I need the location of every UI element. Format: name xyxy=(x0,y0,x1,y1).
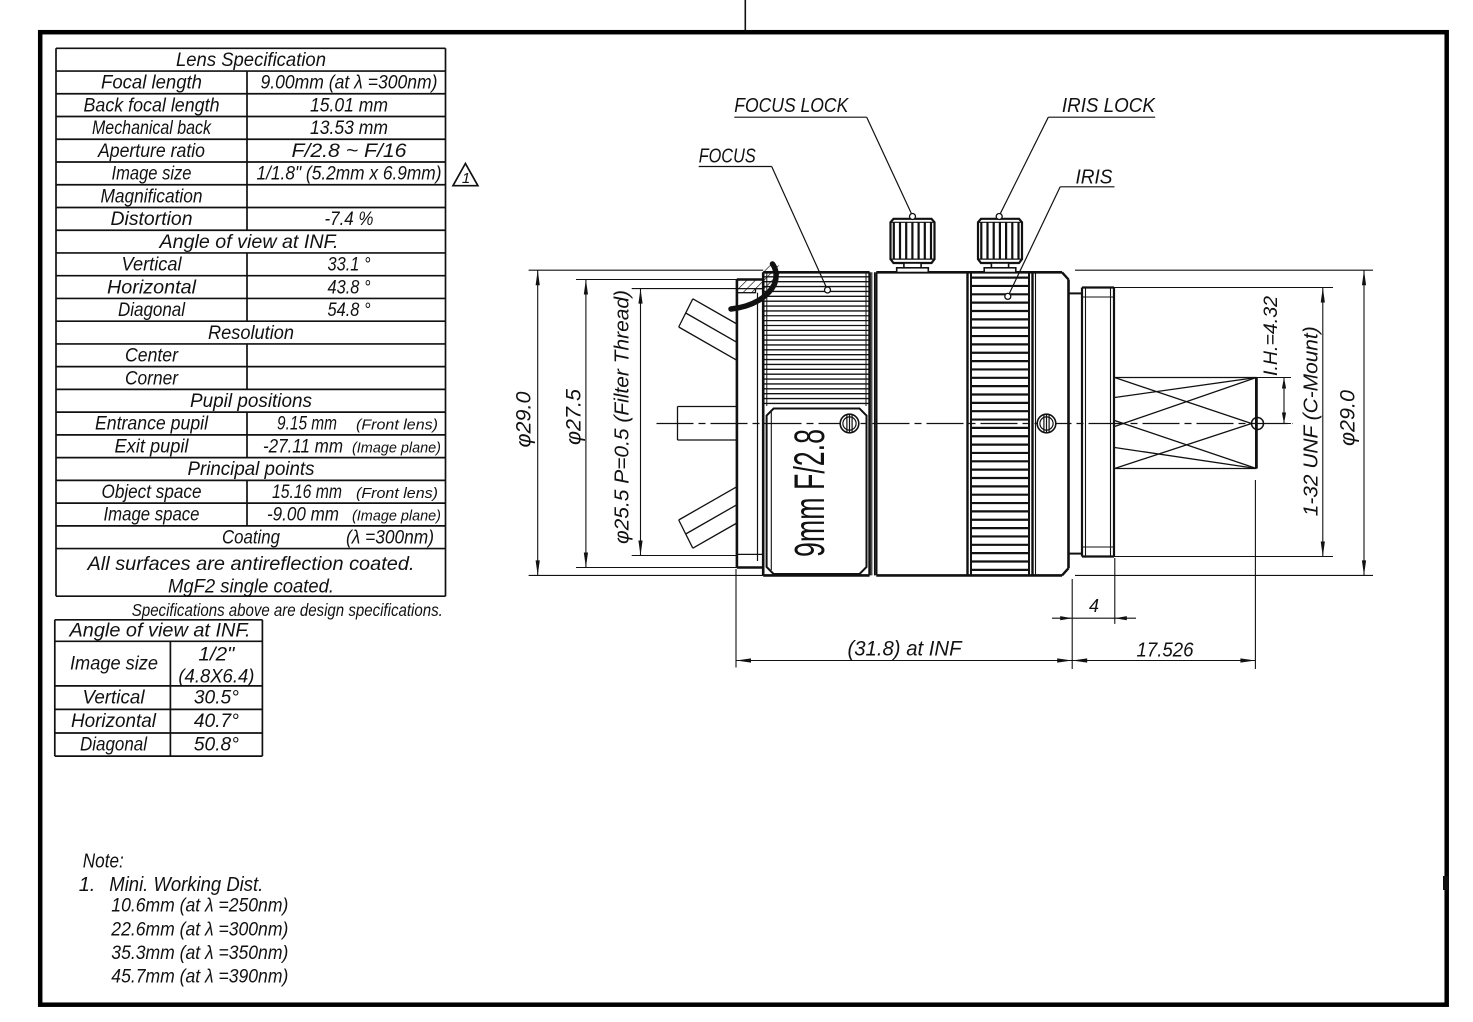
svg-text:17.526: 17.526 xyxy=(1137,640,1195,662)
svg-text:(Image plane): (Image plane) xyxy=(352,508,441,525)
svg-text:MgF2 single coated.: MgF2 single coated. xyxy=(168,577,334,598)
svg-text:Note:: Note: xyxy=(83,851,124,873)
svg-text:Resolution: Resolution xyxy=(208,323,294,344)
svg-text:Object space: Object space xyxy=(102,482,202,503)
svg-text:1-32 UNF (C-Mount): 1-32 UNF (C-Mount) xyxy=(1301,326,1323,516)
svg-text:I.H.=4.32: I.H.=4.32 xyxy=(1261,296,1282,376)
svg-text:Principal points: Principal points xyxy=(188,459,315,480)
svg-text:IRIS: IRIS xyxy=(1076,165,1113,188)
svg-text:(31.8) at INF: (31.8) at INF xyxy=(848,637,963,660)
svg-text:13.53 mm: 13.53 mm xyxy=(310,118,388,139)
svg-text:1.: 1. xyxy=(79,874,96,896)
svg-text:All surfaces are antireflectio: All surfaces are antireflection coated. xyxy=(86,554,414,575)
svg-text:Vertical: Vertical xyxy=(122,255,183,276)
svg-text:Angle of view at INF.: Angle of view at INF. xyxy=(68,620,250,641)
svg-text:(4.8X6.4): (4.8X6.4) xyxy=(178,667,254,688)
svg-text:Exit pupil: Exit pupil xyxy=(115,436,190,457)
svg-text:Specifications above are desig: Specifications above are design specific… xyxy=(132,600,443,620)
svg-text:-9.00 mm: -9.00 mm xyxy=(267,505,339,526)
svg-text:Center: Center xyxy=(125,346,179,367)
svg-text:-7.4 %: -7.4 % xyxy=(325,209,374,230)
svg-text:φ27.5: φ27.5 xyxy=(563,389,586,445)
svg-text:φ29.0: φ29.0 xyxy=(1337,390,1360,446)
svg-text:Image size: Image size xyxy=(70,654,158,675)
svg-text:IRIS LOCK: IRIS LOCK xyxy=(1062,94,1156,117)
svg-text:9.15 mm: 9.15 mm xyxy=(277,414,337,435)
svg-text:30.5°: 30.5° xyxy=(194,688,239,709)
svg-text:Diagonal: Diagonal xyxy=(80,735,148,756)
svg-text:4: 4 xyxy=(1089,596,1099,616)
svg-text:15.16 mm: 15.16 mm xyxy=(272,482,342,503)
svg-text:Horizontal: Horizontal xyxy=(107,277,197,298)
svg-text:Magnification: Magnification xyxy=(101,186,203,207)
svg-text:Aperture ratio: Aperture ratio xyxy=(97,141,205,162)
svg-text:(Front lens): (Front lens) xyxy=(356,485,438,502)
svg-text:Lens Specification: Lens Specification xyxy=(176,50,326,71)
svg-text:(Front lens): (Front lens) xyxy=(356,417,438,434)
svg-text:9mm F/2.8: 9mm F/2.8 xyxy=(786,429,834,557)
svg-text:Mechanical back: Mechanical back xyxy=(92,118,212,139)
svg-text:54.8 °: 54.8 ° xyxy=(328,300,371,321)
svg-text:Vertical: Vertical xyxy=(83,688,146,709)
svg-text:Pupil positions: Pupil positions xyxy=(190,391,312,412)
svg-text:33.1 °: 33.1 ° xyxy=(328,255,371,276)
svg-text:Angle of view at INF.: Angle of view at INF. xyxy=(158,232,338,253)
svg-text:43.8 °: 43.8 ° xyxy=(328,277,371,298)
svg-text:45.7mm (at λ =390nm): 45.7mm (at λ =390nm) xyxy=(111,966,288,987)
svg-text:-27.11 mm: -27.11 mm xyxy=(263,436,343,457)
svg-text:Focal length: Focal length xyxy=(101,73,202,94)
svg-text:Distortion: Distortion xyxy=(111,209,193,230)
svg-text:40.7°: 40.7° xyxy=(194,711,239,732)
svg-text:Diagonal: Diagonal xyxy=(118,300,186,321)
svg-text:φ29.0: φ29.0 xyxy=(513,391,536,447)
svg-text:Coating: Coating xyxy=(222,527,280,548)
svg-text:φ25.5 P=0.5 (Filter Thread): φ25.5 P=0.5 (Filter Thread) xyxy=(612,290,634,544)
svg-text:50.8°: 50.8° xyxy=(194,735,239,756)
svg-text:Mini. Working Dist.: Mini. Working Dist. xyxy=(109,874,263,896)
svg-text:F/2.8 ~ F/16: F/2.8 ~ F/16 xyxy=(292,141,407,162)
svg-text:1/1.8" (5.2mm x 6.9mm): 1/1.8" (5.2mm x 6.9mm) xyxy=(257,164,442,185)
svg-text:Corner: Corner xyxy=(125,368,179,389)
svg-text:1/2": 1/2" xyxy=(198,645,235,666)
svg-text:35.3mm (at λ =350nm): 35.3mm (at λ =350nm) xyxy=(111,943,288,964)
svg-text:Entrance pupil: Entrance pupil xyxy=(95,414,209,435)
svg-text:(λ =300nm): (λ =300nm) xyxy=(346,527,434,548)
svg-text:Back focal length: Back focal length xyxy=(84,95,220,116)
svg-text:Image space: Image space xyxy=(104,505,200,526)
svg-text:FOCUS: FOCUS xyxy=(699,144,756,167)
svg-text:15.01 mm: 15.01 mm xyxy=(310,95,388,116)
svg-text:FOCUS LOCK: FOCUS LOCK xyxy=(734,94,849,117)
svg-text:9.00mm (at λ =300nm): 9.00mm (at λ =300nm) xyxy=(261,73,438,94)
svg-text:Horizontal: Horizontal xyxy=(71,711,157,732)
svg-text:(Image plane): (Image plane) xyxy=(352,439,441,456)
svg-text:1: 1 xyxy=(462,170,470,187)
svg-text:22.6mm (at λ =300nm): 22.6mm (at λ =300nm) xyxy=(110,919,288,940)
svg-text:Image size: Image size xyxy=(112,164,192,185)
svg-text:10.6mm (at λ =250nm): 10.6mm (at λ =250nm) xyxy=(111,896,288,917)
